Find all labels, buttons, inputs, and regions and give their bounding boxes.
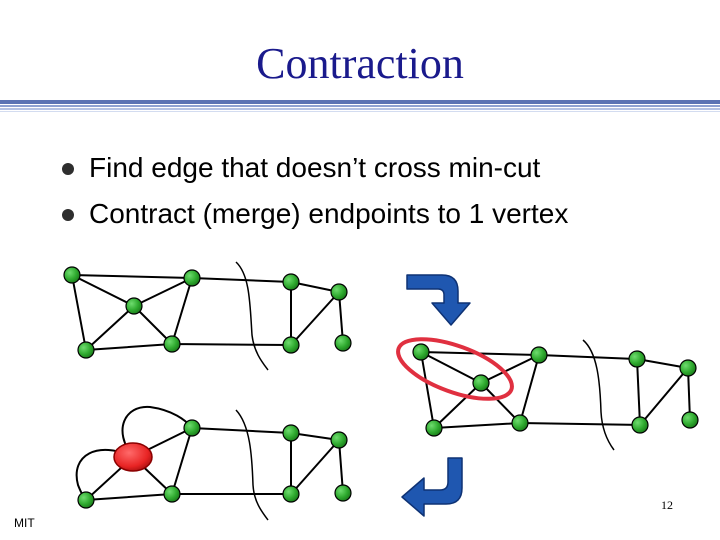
merged-vertex — [113, 442, 153, 472]
bullet-text: Find edge that doesn’t cross min-cut — [89, 152, 541, 183]
bullet-dot-icon — [62, 209, 74, 221]
footer-label: MIT — [14, 516, 35, 530]
page-number: 12 — [661, 498, 673, 512]
graph-highlighted-nodes — [412, 343, 699, 437]
graph-original-nodes — [63, 266, 352, 359]
graph-contracted-nodes — [77, 419, 352, 509]
bullet-text: Contract (merge) endpoints to 1 vertex — [89, 198, 569, 229]
curved-arrow-down-icon — [406, 274, 471, 326]
bullet-dot-icon — [62, 163, 74, 175]
bullet-item: Contract (merge) endpoints to 1 vertex — [62, 191, 568, 237]
title-divider — [0, 100, 720, 114]
curved-arrow-left-icon — [401, 457, 463, 517]
contract-edge-highlight — [396, 337, 514, 401]
bullet-list: Find edge that doesn’t cross min-cut Con… — [62, 145, 568, 237]
graph-original — [71, 261, 344, 371]
bullet-item: Find edge that doesn’t cross min-cut — [62, 145, 568, 191]
slide-title: Contraction — [256, 39, 464, 88]
